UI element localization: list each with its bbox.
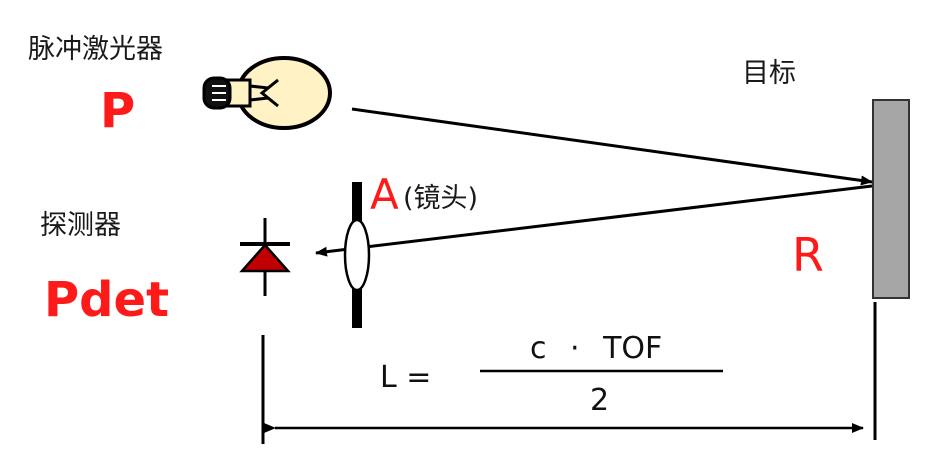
emitted-ray (351, 107, 873, 186)
formula-lhs: L = (380, 360, 432, 395)
light-bulb-icon (202, 56, 332, 130)
convex-lens-icon (343, 182, 371, 328)
target-symbol: R (792, 228, 824, 282)
detector-title: 探测器 (40, 210, 121, 241)
detector-symbol: Pdet (44, 272, 170, 328)
reflected-ray (315, 184, 873, 257)
lens-symbol: A (370, 170, 399, 219)
formula-denominator: 2 (590, 383, 610, 418)
target-plate-icon (872, 99, 910, 299)
laser-symbol: P (100, 83, 136, 139)
photodiode-icon (239, 218, 291, 296)
target-title: 目标 (742, 58, 796, 89)
laser-title: 脉冲激光器 (28, 34, 163, 65)
lens-note: (镜头) (403, 183, 479, 214)
formula-numerator: c · TOF (530, 331, 663, 366)
